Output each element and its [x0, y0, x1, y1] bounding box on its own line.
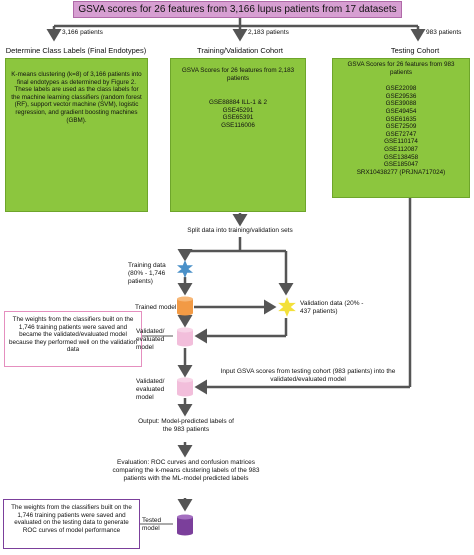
testing-dataset-list: GSE22098 GSE29536 GSE39088 GSE49454 GSE6…	[333, 85, 469, 176]
evaluation-label: Evaluation: ROC curves and confusion mat…	[112, 459, 260, 482]
dataset-item: GSE39088	[385, 100, 417, 108]
validation-data-star-icon	[278, 297, 296, 317]
dataset-item: GSE65391	[222, 114, 254, 122]
dataset-item: SRX10438277 (PRJNA717024)	[356, 168, 446, 176]
class-labels-text: K-means clustering (k=8) of 3,166 patien…	[11, 71, 142, 124]
testing-cohort-box: GSVA Scores for 26 features from 983 pat…	[332, 58, 470, 198]
dataset-item: GSE45291	[222, 106, 254, 114]
validated-model-label-2: Validated/ evaluated model	[136, 378, 165, 401]
tested-model-cylinder-icon	[177, 514, 193, 536]
branch-label-middle: 2,183 patients	[248, 29, 289, 36]
dataset-item: GSE22098	[385, 85, 417, 93]
dataset-item: GSE72509	[385, 123, 417, 131]
validation-weights-note: The weights from the classifiers built o…	[4, 311, 142, 367]
dataset-item: GSE29536	[385, 92, 417, 100]
testing-cohort-title: GSVA Scores for 26 features from 983 pat…	[347, 61, 455, 76]
output-label: Output: Model-predicted labels of the 98…	[138, 418, 234, 433]
trained-model-label: Trained model	[135, 304, 177, 311]
trained-model-cylinder-icon	[177, 296, 193, 316]
dataset-item: GSE110174	[384, 138, 418, 146]
dataset-item: GSE185047	[383, 161, 419, 169]
training-cohort-box: GSVA Scores for 26 features from 2,183 p…	[170, 58, 306, 212]
validation-data-label: Validation data (20% - 437 patients)	[300, 300, 364, 315]
dataset-item: GSE72747	[385, 130, 417, 138]
input-testing-label: Input GSVA scores from testing cohort (9…	[220, 368, 396, 383]
branch-label-left: 3,166 patients	[62, 29, 103, 36]
dataset-item: GSE88884 ILL-1 & 2	[208, 99, 268, 107]
heading-class-labels: Determine Class Labels (Final Endotypes)	[5, 46, 147, 55]
training-cohort-title: GSVA Scores for 26 features from 2,183 p…	[181, 67, 295, 82]
training-data-label: Training data (80% - 1,746 patients)	[128, 262, 166, 285]
heading-training-cohort: Training/Validation Cohort	[197, 46, 283, 55]
training-data-star-icon	[177, 260, 193, 278]
title-box: GSVA scores for 26 features from 3,166 l…	[73, 1, 402, 18]
dataset-item: GSE112087	[384, 145, 418, 153]
training-dataset-list: GSE88884 ILL-1 & 2 GSE45291 GSE65391 GSE…	[171, 99, 305, 129]
split-label: Split data into training/validation sets	[187, 227, 293, 234]
testing-weights-note: The weights from the classifiers built o…	[3, 499, 140, 549]
title-text: GSVA scores for 26 features from 3,166 l…	[78, 4, 397, 15]
class-labels-box: K-means clustering (k=8) of 3,166 patien…	[5, 58, 148, 212]
tested-model-label: Tested model	[142, 517, 162, 532]
validated-model-label-1: Validated/ evaluated model	[136, 328, 165, 351]
dataset-item: GSE138458	[383, 153, 419, 161]
validated-model-cylinder-icon-1	[177, 327, 193, 347]
validated-model-cylinder-icon-2	[177, 377, 193, 397]
dataset-item: GSE116006	[221, 121, 255, 129]
heading-testing-cohort: Testing Cohort	[390, 46, 440, 55]
dataset-item: GSE61635	[385, 115, 417, 123]
branch-label-right: 983 patients	[426, 29, 462, 36]
dataset-item: GSE49454	[385, 107, 417, 115]
